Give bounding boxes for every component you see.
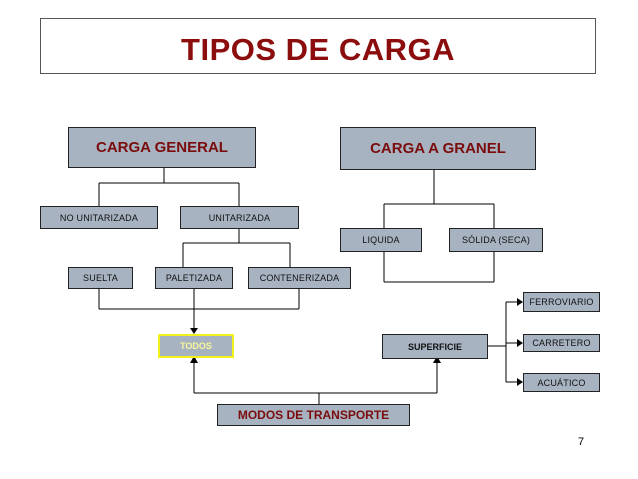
suelta-node: SUELTA [68,267,133,289]
unitarizada-node: UNITARIZADA [180,206,299,229]
carretero-node: CARRETERO [523,334,600,352]
ferroviario-node: FERROVIARIO [523,292,600,312]
carga-granel-node: CARGA A GRANEL [340,127,536,170]
contenerizada-node: CONTENERIZADA [248,267,351,289]
superficie-node: SUPERFICIE [382,334,488,359]
paletizada-node: PALETIZADA [155,267,233,289]
carga-general-node: CARGA GENERAL [68,127,256,168]
page-number: 7 [578,436,585,448]
solida-node: SÓLIDA (SECA) [449,228,543,252]
title-box: TIPOS DE CARGA [40,18,596,74]
liquida-node: LIQUIDA [340,228,422,252]
acuatico-node: ACUÁTICO [523,373,600,392]
todos-node: TODOS [158,334,234,358]
slide-title: TIPOS DE CARGA [181,32,455,67]
no-unitarizada-node: NO UNITARIZADA [40,206,158,229]
modos-transporte-node: MODOS DE TRANSPORTE [217,404,410,426]
